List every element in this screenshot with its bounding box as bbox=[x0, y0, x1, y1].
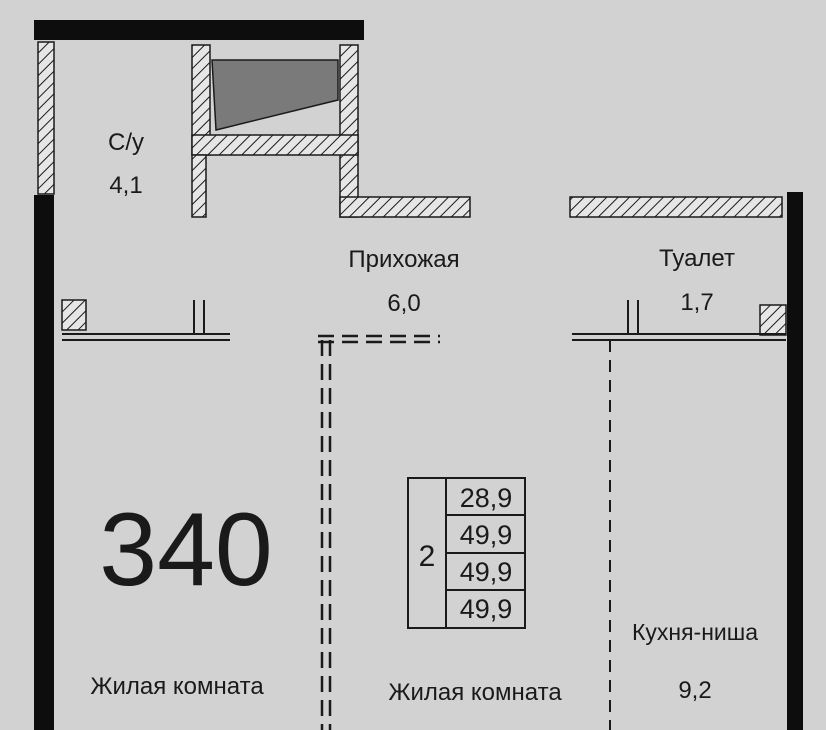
wall-hall-top-left bbox=[339, 196, 471, 218]
partition-lines bbox=[62, 300, 786, 341]
vent-shaft bbox=[211, 59, 339, 131]
wall-shaft-right bbox=[339, 44, 359, 218]
wall-bathroom-left bbox=[37, 41, 55, 195]
hallway-name: Прихожая bbox=[348, 246, 459, 273]
area-row-3: 49,9 bbox=[460, 557, 513, 587]
outer-wall-top bbox=[34, 20, 364, 40]
area-row-2: 49,9 bbox=[460, 520, 513, 550]
kitchen-name: Кухня-ниша bbox=[632, 619, 758, 645]
toilet-name: Туалет bbox=[659, 245, 735, 272]
toilet-area: 1,7 bbox=[680, 289, 713, 316]
bathroom-area: 4,1 bbox=[109, 172, 142, 199]
wall-bathroom-door-stub bbox=[191, 154, 207, 218]
outer-wall-right bbox=[787, 192, 803, 730]
area-row-4: 49,9 bbox=[460, 594, 513, 624]
living-room-left-name: Жилая комната bbox=[90, 673, 264, 700]
room-count: 2 bbox=[419, 540, 436, 573]
living-room-center-name: Жилая комната bbox=[388, 679, 562, 706]
apartment-number: 340 bbox=[99, 492, 273, 608]
area-total: 28,9 bbox=[460, 483, 513, 513]
wall-column-right bbox=[759, 304, 787, 336]
dashed-partitions bbox=[318, 334, 440, 730]
bathroom-name: С/у bbox=[108, 129, 144, 156]
area-table: 2 28,9 49,9 49,9 49,9 bbox=[407, 477, 526, 629]
hallway-area: 6,0 bbox=[387, 290, 420, 317]
wall-column-left bbox=[61, 299, 87, 331]
outer-wall-left bbox=[34, 195, 54, 730]
hatched-walls bbox=[37, 41, 787, 336]
wall-hall-top-right bbox=[569, 196, 783, 218]
wall-shaft-bottom bbox=[191, 134, 359, 156]
kitchen-area: 9,2 bbox=[678, 677, 711, 704]
